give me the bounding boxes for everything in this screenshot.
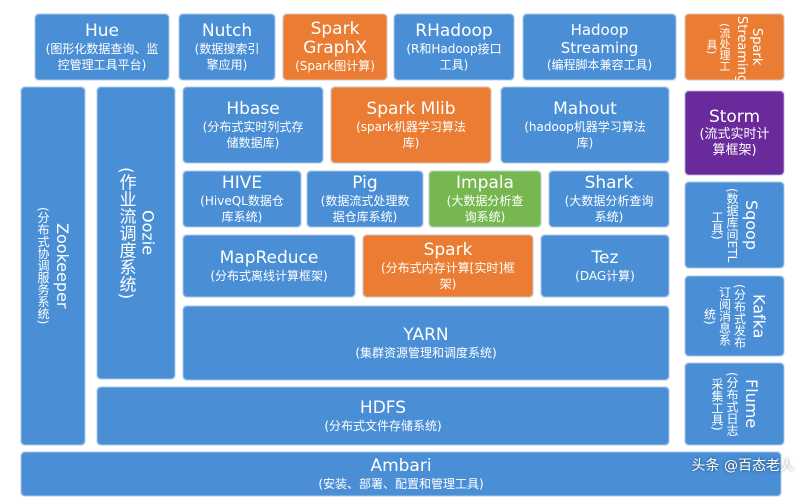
shark-desc: (大数据分析查询系统) [564, 194, 654, 224]
hadoop-streaming-desc: (编程脚本兼容工具) [546, 58, 653, 72]
hive-box: HIVE (HiveQL数据仓库系统) [182, 170, 302, 228]
hdfs-box: HDFS (分布式文件存储系统) [96, 386, 670, 446]
nutch-desc: (数据搜索引擎应用) [194, 42, 260, 72]
spark-streaming-title: Spark Streaming [734, 16, 764, 81]
oozie-box: Oozie (作业流调度系统) [96, 86, 176, 380]
hive-title: HIVE [221, 173, 263, 193]
flume-desc: (分布式日志采集工具) [710, 371, 739, 437]
sqoop-desc: (数据库间ETL工具) [710, 187, 739, 263]
mahout-title: Mahout [553, 99, 617, 119]
nutch-title: Nutch [201, 21, 253, 41]
spark-graphx-title: Spark GraphX [303, 19, 367, 58]
tez-title: Tez [591, 248, 619, 268]
yarn-box: YARN (集群资源管理和调度系统) [182, 305, 670, 381]
hue-desc: (图形化数据查询、监控管理工具平台) [45, 42, 159, 72]
spark-box: Spark (分布式内存计算[实时]框架) [362, 234, 534, 298]
zookeeper-title: Zookeeper [53, 223, 72, 309]
spark-mlib-desc: (spark机器学习算法库) [356, 120, 466, 150]
impala-desc: (大数据分析查询系统) [446, 194, 524, 224]
sqoop-title: Sqoop [742, 199, 761, 251]
mahout-box: Mahout (hadoop机器学习算法库) [500, 86, 670, 164]
spark-streaming-desc: (流处理工具) [705, 22, 731, 72]
pig-desc: (数据流式处理数据仓库系统) [320, 194, 410, 224]
rhadoop-desc: (R和Hadoop接口工具) [406, 42, 502, 72]
spark-mlib-box: Spark Mlib (spark机器学习算法库) [330, 86, 492, 164]
storm-desc: (流式实时计算框架) [699, 127, 770, 158]
storm-box: Storm (流式实时计算框架) [684, 90, 785, 176]
ambari-box: Ambari (安装、部署、配置和管理工具) [20, 451, 782, 497]
hbase-title: Hbase [226, 99, 280, 119]
storm-title: Storm [708, 107, 761, 127]
mapreduce-desc: (分布式离线计算框架) [210, 269, 328, 283]
spark-streaming-box: Spark Streaming (流处理工具) [684, 13, 785, 81]
watermark: 头条 @百态老人 [691, 458, 794, 474]
hue-title: Hue [84, 21, 120, 41]
ambari-desc: (安装、部署、配置和管理工具) [318, 477, 484, 491]
hue-box: Hue (图形化数据查询、监控管理工具平台) [34, 13, 170, 81]
hbase-box: Hbase (分布式实时列式存储数据库) [182, 86, 324, 164]
flume-box: Flume (分布式日志采集工具) [684, 362, 785, 446]
tez-desc: (DAG计算) [575, 269, 635, 283]
hadoop-streaming-box: Hadoop Streaming (编程脚本兼容工具) [522, 13, 677, 81]
kafka-desc: (分布式发布订阅消息系统) [702, 283, 747, 349]
ambari-title: Ambari [370, 456, 432, 476]
hive-desc: (HiveQL数据仓库系统) [200, 194, 284, 224]
spark-mlib-title: Spark Mlib [366, 99, 456, 119]
spark-desc: (分布式内存计算[实时]框架) [380, 261, 516, 291]
yarn-title: YARN [403, 325, 449, 345]
pig-box: Pig (数据流式处理数据仓库系统) [306, 170, 424, 228]
zookeeper-box: Zookeeper (分布式协调服务系统) [20, 86, 86, 446]
kafka-box: Kafka (分布式发布订阅消息系统) [684, 275, 785, 357]
spark-title: Spark [423, 240, 473, 260]
rhadoop-box: RHadoop (R和Hadoop接口工具) [393, 13, 515, 81]
hdfs-title: HDFS [359, 398, 407, 418]
mapreduce-box: MapReduce (分布式离线计算框架) [182, 234, 356, 298]
sqoop-box: Sqoop (数据库间ETL工具) [684, 181, 785, 269]
nutch-box: Nutch (数据搜索引擎应用) [178, 13, 276, 81]
hadoop-streaming-title: Hadoop Streaming [560, 21, 639, 57]
kafka-title: Kafka [749, 293, 769, 339]
mapreduce-title: MapReduce [219, 248, 319, 268]
pig-title: Pig [352, 173, 378, 193]
rhadoop-title: RHadoop [415, 21, 493, 41]
spark-graphx-box: Spark GraphX (Spark图计算) [282, 13, 388, 81]
impala-box: Impala (大数据分析查询系统) [428, 170, 542, 228]
flume-title: Flume [742, 379, 761, 429]
impala-title: Impala [456, 173, 514, 193]
mahout-desc: (hadoop机器学习算法库) [524, 120, 646, 150]
zookeeper-desc: (分布式协调服务系统) [36, 207, 50, 325]
shark-title: Shark [584, 173, 634, 193]
oozie-desc: (作业流调度系统) [115, 166, 136, 300]
shark-box: Shark (大数据分析查询系统) [548, 170, 670, 228]
spark-graphx-desc: (Spark图计算) [295, 59, 375, 73]
oozie-title: Oozie [138, 210, 158, 256]
hbase-desc: (分布式实时列式存储数据库) [202, 120, 304, 150]
hdfs-desc: (分布式文件存储系统) [324, 419, 442, 433]
yarn-desc: (集群资源管理和调度系统) [355, 346, 497, 360]
tez-box: Tez (DAG计算) [540, 234, 670, 298]
